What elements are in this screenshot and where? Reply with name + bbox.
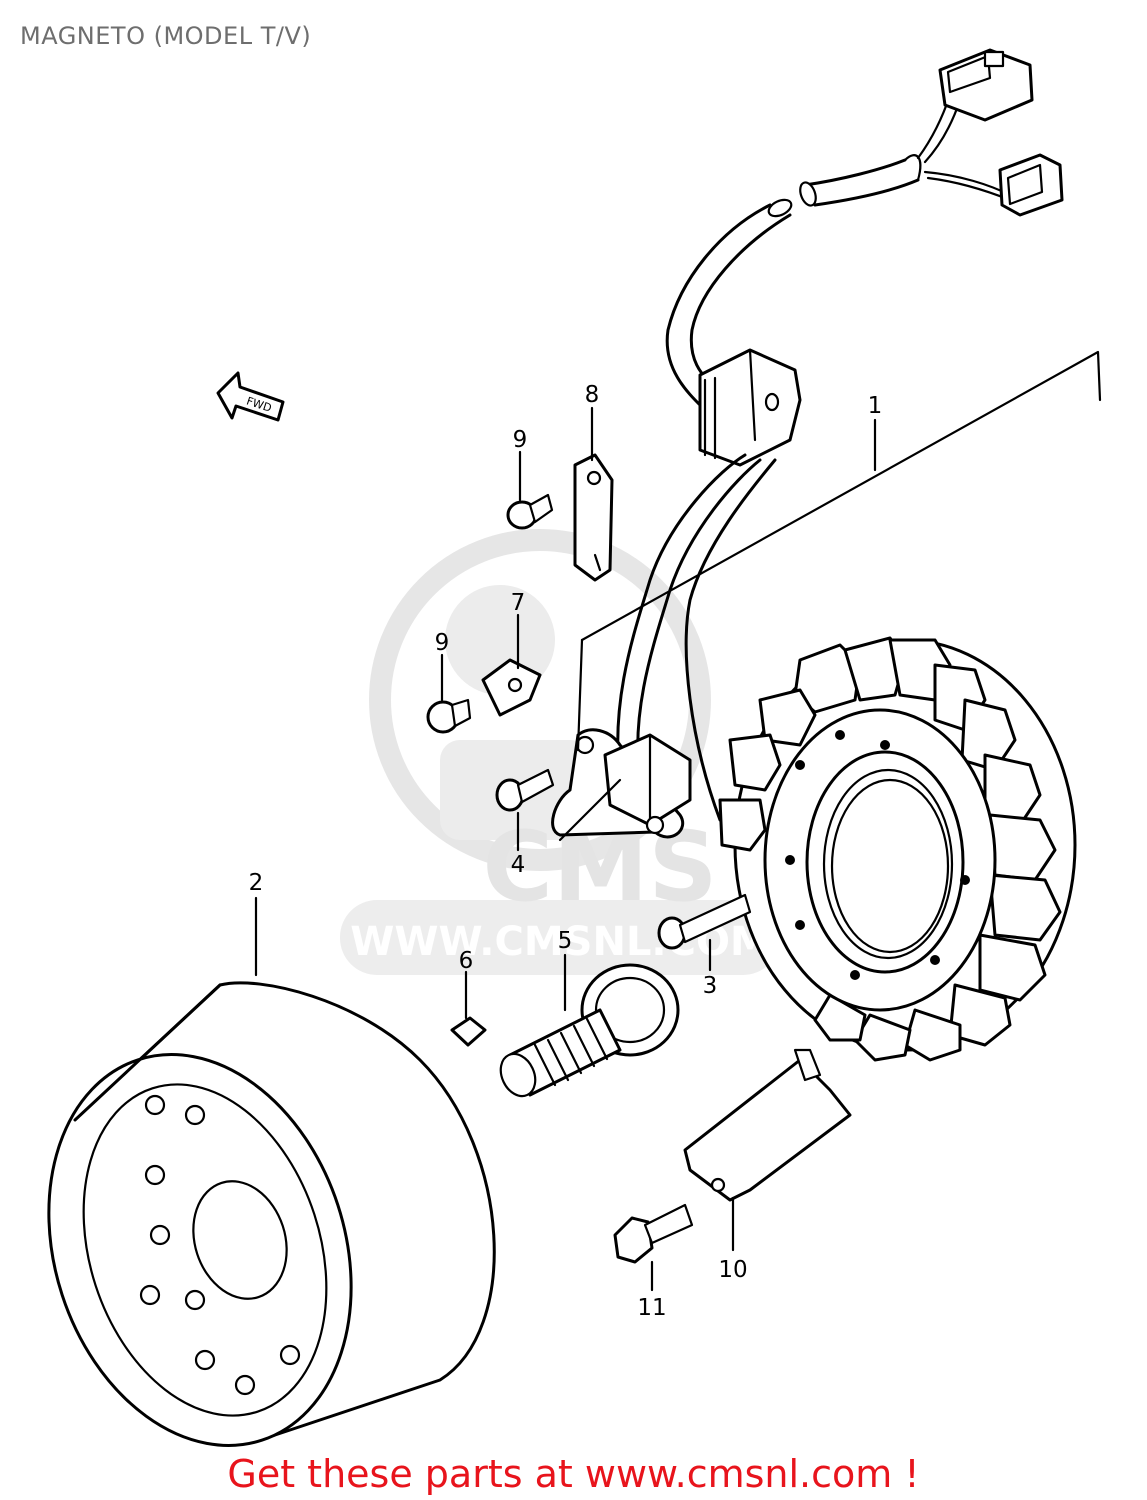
callout-8: 8 xyxy=(585,382,600,408)
callout-11: 11 xyxy=(637,1295,666,1321)
rotor-bolt xyxy=(499,963,680,1098)
callout-7: 7 xyxy=(511,590,526,616)
callout-3: 3 xyxy=(703,973,718,999)
callout-9-lower: 9 xyxy=(435,630,450,656)
callout-10: 10 xyxy=(718,1257,747,1283)
callout-1: 1 xyxy=(868,393,883,419)
screw-3 xyxy=(657,893,752,950)
guide-plate xyxy=(683,1048,852,1202)
stator-coil xyxy=(718,636,1077,1062)
pickup-coil xyxy=(551,728,692,842)
callout-5: 5 xyxy=(558,928,573,954)
page-title: MAGNETO (MODEL T/V) xyxy=(20,22,312,50)
woodruff-key xyxy=(450,1016,487,1047)
plate xyxy=(573,453,614,582)
screw-9-lower xyxy=(426,698,472,734)
clamp xyxy=(481,658,542,717)
bolt-11 xyxy=(613,1203,694,1264)
screw-4 xyxy=(495,768,555,812)
leader-lines xyxy=(254,350,1102,1292)
callout-6: 6 xyxy=(459,948,474,974)
footer-shop-link[interactable]: Get these parts at www.cmsnl.com ! xyxy=(227,1452,920,1496)
callout-labels: 1 2 3 4 5 6 7 8 9 9 10 11 xyxy=(249,382,883,1321)
callout-9-upper: 9 xyxy=(513,427,528,453)
wiring-harness xyxy=(616,48,1064,822)
callout-2: 2 xyxy=(249,870,264,896)
screw-9-upper xyxy=(506,493,554,530)
callout-4: 4 xyxy=(511,852,526,878)
front-direction-arrow-icon: FWD xyxy=(216,371,285,422)
rotor xyxy=(47,981,496,1447)
